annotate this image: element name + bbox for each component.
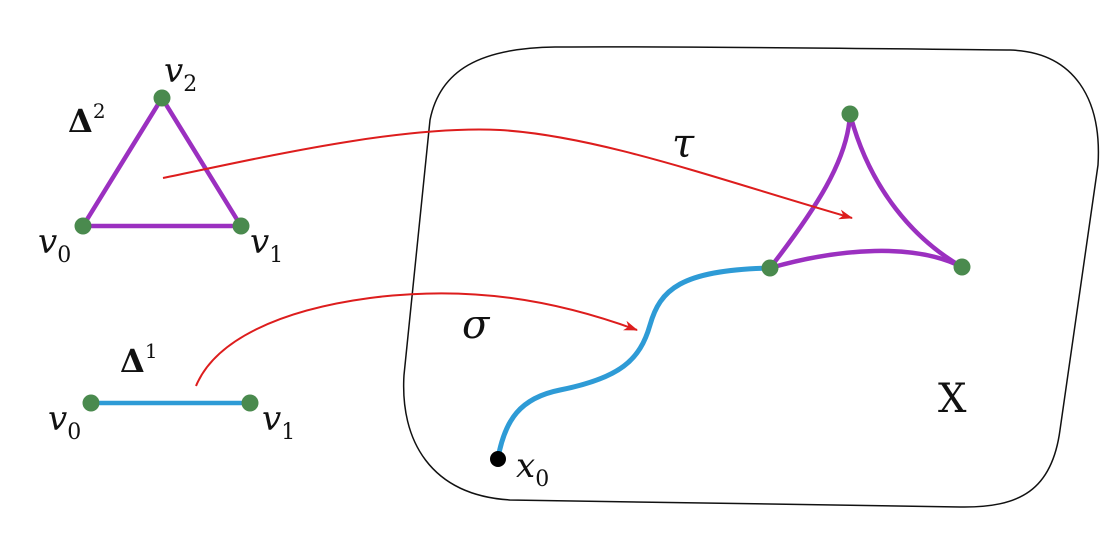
tau-image-edge-right (847, 111, 965, 270)
sigma-path (495, 265, 773, 461)
tau-image (767, 111, 965, 271)
simplex-2-edge-v0-v2 (80, 95, 165, 229)
simplex-1-v1-label: v1 (262, 399, 295, 445)
tau-image-edge-bottom (767, 248, 965, 271)
simplex-1-vertex-v0 (82, 394, 100, 412)
simplex-2-v0-label: v0 (38, 222, 71, 268)
sigma-arrow (195, 292, 638, 387)
tau-arrow (162, 128, 853, 220)
simplex-2-vertex-v2 (153, 89, 171, 107)
simplex-2: Δ2 v2 v0 v1 (38, 51, 283, 268)
simplex-2-v1-label: v1 (250, 222, 283, 268)
simplex-2-vertex-v0 (74, 217, 92, 235)
tau-image-edge-left (767, 111, 853, 271)
simplex-2-v2-label: v2 (164, 51, 197, 97)
simplex-1-label: Δ1 (120, 339, 158, 380)
tau-image-vertex-top (841, 105, 859, 123)
simplex-1-vertex-v1 (241, 394, 259, 412)
simplex-2-edge-v2-v1 (159, 95, 244, 229)
sigma-label: σ (462, 302, 491, 348)
tau-image-vertex-right (953, 258, 971, 276)
space-x-outline (402, 46, 1100, 508)
simplex-1-v0-label: v0 (48, 399, 81, 445)
simplex-2-label: Δ2 (68, 99, 106, 140)
tau-image-vertex-left (761, 259, 779, 277)
space-x-label: X (938, 376, 967, 422)
tau-label: τ (672, 121, 695, 167)
basepoint-x0-label: x0 (516, 446, 549, 492)
simplex-2-vertex-v1 (232, 217, 250, 235)
basepoint-x0 (490, 451, 506, 467)
simplex-1: Δ1 v0 v1 (48, 339, 295, 445)
